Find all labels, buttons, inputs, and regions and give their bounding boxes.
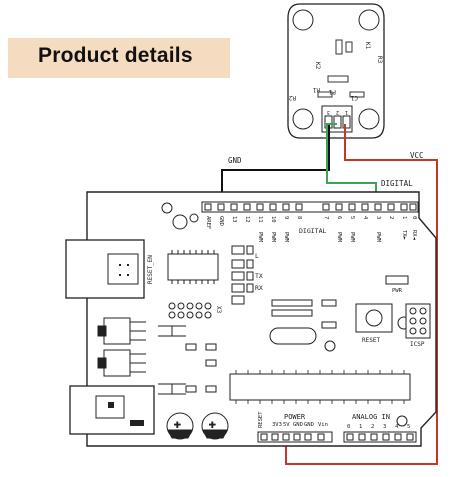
module-label-r1: R1 — [312, 86, 320, 93]
pin-label-12: 12 — [244, 216, 250, 223]
svg-text:+: + — [174, 418, 181, 431]
pin-label-0: 0 — [411, 216, 417, 219]
pwm-label-3: PWM — [375, 232, 381, 243]
led-label-rx: RX — [255, 284, 263, 292]
analog-pin-2: 2 — [371, 424, 374, 430]
led-label-tx: TX — [255, 272, 263, 280]
module-component — [345, 41, 353, 53]
banner-title: Product details — [38, 44, 193, 67]
pwm-label-11: PWM — [257, 232, 263, 243]
pin-label-9: 9 — [283, 216, 289, 219]
analog-pin-1: 1 — [359, 424, 362, 430]
module-pin-3: 3 — [327, 109, 330, 115]
pin-label-7: 7 — [323, 216, 329, 219]
pwr-label: PWR — [392, 288, 403, 294]
module-label-r2: R2 — [288, 94, 296, 101]
power-pin-gnd-1: GND — [293, 422, 303, 428]
arduino-board: AREF GND 13 12 11 10 9 8 7 6 5 4 3 2 1 0… — [65, 191, 437, 447]
board-mount-hole — [324, 340, 336, 352]
x3-label: X3 — [215, 306, 222, 314]
power-pin-5v: 5V — [283, 422, 290, 428]
pin-label-2: 2 — [388, 216, 394, 219]
x3-header — [168, 302, 212, 319]
pin-label-6: 6 — [336, 216, 342, 219]
module-mount-hole-br — [358, 108, 380, 130]
crystal — [269, 327, 317, 345]
svg-text:+: + — [209, 418, 216, 431]
digital-header — [201, 201, 419, 213]
board-mount-hole — [161, 202, 173, 214]
pin-label-aref: AREF — [205, 216, 211, 229]
pin-label-gnd: GND — [218, 216, 224, 226]
banner-background — [8, 38, 230, 78]
power-label: POWER — [284, 413, 306, 421]
pin-label-8: 8 — [296, 216, 302, 219]
analog-header — [343, 431, 417, 443]
module-component — [327, 75, 349, 83]
module-pin-1: 1 — [345, 109, 348, 115]
module-mount-hole-tl — [292, 9, 314, 31]
capacitor-marks — [158, 325, 217, 395]
module-component — [349, 91, 365, 98]
sensor-module: K2 K1 R2 R1 P1 C1 R3 3 2 1 — [287, 3, 385, 139]
led-array — [231, 245, 254, 305]
module-component — [335, 39, 343, 55]
wire-vcc — [285, 124, 438, 465]
digital-header-pins — [204, 203, 417, 211]
module-pin-2: 2 — [336, 109, 339, 115]
pwm-label-6: PWM — [336, 232, 342, 243]
power-pin-vin: Vin — [318, 422, 328, 428]
module-component — [317, 91, 333, 98]
usb-chip — [167, 253, 219, 281]
power-pin-gnd-2: GND — [304, 422, 314, 428]
pin-label-11: 11 — [257, 216, 263, 223]
analog-in-label: ANALOG IN — [352, 413, 390, 421]
board-mount-hole — [189, 213, 199, 223]
power-pin-reset: RESET — [258, 411, 264, 428]
module-label-k1: K1 — [364, 42, 371, 50]
analog-pin-0: 0 — [347, 424, 350, 430]
voltage-regulator — [97, 317, 146, 377]
analog-pin-5: 5 — [407, 424, 410, 430]
wire-label-gnd: GND — [228, 156, 242, 165]
board-mount-hole — [172, 214, 188, 230]
pwm-label-9: PWM — [283, 232, 289, 243]
pwm-label-10: PWM — [270, 232, 276, 243]
led-label-l: L — [255, 252, 259, 260]
analog-pin-4: 4 — [395, 424, 399, 430]
pin-label-3: 3 — [375, 216, 381, 219]
wire-label-digital: DIGITAL — [381, 179, 413, 188]
resistor-array — [271, 299, 337, 329]
module-label-c1: C1 — [350, 94, 358, 101]
pin-label-10: 10 — [270, 216, 276, 223]
power-pin-3v3: 3V3 — [272, 422, 282, 428]
pin-label-1: 1 — [401, 216, 407, 219]
microcontroller — [229, 373, 411, 401]
pwr-led — [385, 275, 409, 285]
module-label-p1: P1 — [328, 88, 336, 95]
electrolytic-capacitor: + + — [166, 412, 229, 440]
reset-button-label: RESET — [362, 337, 380, 344]
pin-label-4: 4 — [362, 216, 368, 220]
pin-label-5: 5 — [349, 216, 355, 219]
reset-en-label: RESET_EN — [147, 255, 154, 284]
digital-label: DIGITAL — [299, 227, 326, 235]
rx-pin-label: RX◄ — [411, 230, 417, 241]
board-mount-hole — [396, 415, 408, 427]
module-label-k2: K2 — [314, 62, 321, 70]
module-mount-hole-tr — [358, 9, 380, 31]
tx-pin-label: TX► — [401, 230, 407, 241]
module-label-r3: R3 — [376, 56, 383, 64]
analog-pin-3: 3 — [383, 424, 386, 430]
icsp-label: ICSP — [410, 341, 425, 348]
module-mount-hole-bl — [292, 108, 314, 130]
wire-gnd — [221, 124, 330, 212]
pwm-label-5: PWM — [349, 232, 355, 243]
wire-label-vcc: VCC — [410, 151, 424, 160]
pin-label-13: 13 — [231, 216, 237, 223]
